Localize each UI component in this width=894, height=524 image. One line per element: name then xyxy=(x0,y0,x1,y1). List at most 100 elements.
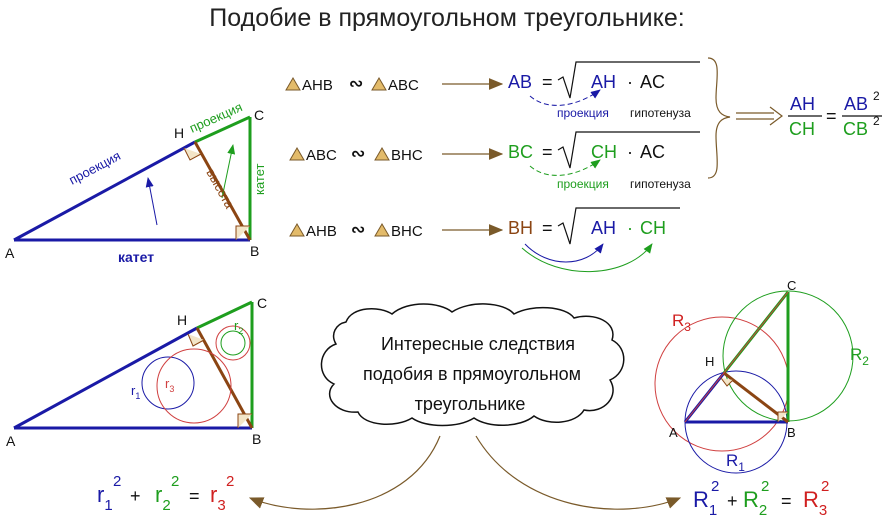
triangle-icon xyxy=(289,223,305,237)
curve-arrow xyxy=(529,159,601,176)
dot: · xyxy=(627,72,633,92)
triangle-icon xyxy=(374,147,390,161)
triangle-icon xyxy=(374,223,390,237)
plus: + xyxy=(727,491,738,511)
vertex-B: B xyxy=(787,425,796,440)
ratio-num-exp: 2 xyxy=(873,89,880,103)
vertex-A: A xyxy=(5,245,15,261)
curve-arrow-green xyxy=(521,243,653,273)
cloud-line-2: подобия в прямоугольном xyxy=(363,364,581,384)
similar-left: AHB xyxy=(302,77,333,94)
curve-arrow-blue xyxy=(524,243,604,263)
side-AH xyxy=(13,140,196,242)
similar-right: BHC xyxy=(391,147,423,164)
r1: r xyxy=(97,482,104,507)
label-leg-BC: катет xyxy=(252,163,267,195)
vertex-H: H xyxy=(705,354,714,369)
arrow-proj-HC xyxy=(221,144,236,199)
under-projection: проекция xyxy=(557,177,609,191)
factor-1: CH xyxy=(591,142,617,162)
vertex-B: B xyxy=(250,243,259,259)
hypotenuse-AC xyxy=(684,291,789,423)
ratio-formula: AH CH = AB 2 CB 2 xyxy=(788,89,882,139)
triangle-icon xyxy=(289,147,305,161)
dot: · xyxy=(627,142,633,162)
vertex-C: C xyxy=(254,107,264,123)
cloud-shape xyxy=(320,303,625,427)
cloud-line-1: Интересные следствия xyxy=(381,334,575,354)
formula-R: R1 2 + R2 2 = R3 2 xyxy=(693,478,829,519)
incircle-r3 xyxy=(156,348,232,424)
factor-2: CH xyxy=(640,218,666,238)
eq-sign: = xyxy=(542,72,553,92)
similarity-row-1: AHB ∾ ABC AB = AH · AC проекция гипотену… xyxy=(285,61,700,120)
arrow-proj-AH xyxy=(145,177,158,226)
curly-brace xyxy=(707,57,731,179)
ratio-num-left: AH xyxy=(790,94,815,114)
triangle-1: A B C H проекция проекция высота катет к… xyxy=(5,99,267,265)
triangle-2: A B C H r1 r3 r2 xyxy=(6,295,267,449)
factor-2: AC xyxy=(640,142,665,162)
similarity-row-2: ABC ∾ BHC BC = CH · AC проекция гипотену… xyxy=(289,131,700,191)
curve-arrow xyxy=(529,89,601,106)
svg-text:r3: r3 xyxy=(210,482,226,514)
R2: R xyxy=(743,487,759,512)
svg-text:R1: R1 xyxy=(693,487,717,519)
sqrt-sign xyxy=(557,131,700,169)
vertex-C: C xyxy=(787,278,796,293)
eq-lhs: BH xyxy=(508,218,533,238)
similar-left: ABC xyxy=(306,147,337,164)
eq-lhs: BC xyxy=(508,142,533,162)
label-r2: r2 xyxy=(234,318,243,336)
R3: R xyxy=(803,487,819,512)
factor-1: AH xyxy=(591,72,616,92)
label-R1: R1 xyxy=(726,451,745,474)
ratio-den-exp: 2 xyxy=(873,114,880,128)
plus: + xyxy=(130,486,141,506)
vertex-B: B xyxy=(252,431,261,447)
right-angle-H xyxy=(183,147,202,161)
similar-icon: ∾ xyxy=(351,220,365,239)
cloud-arrow-left xyxy=(248,435,441,510)
double-arrow xyxy=(736,106,783,126)
equals: = xyxy=(781,491,792,511)
triangle-icon xyxy=(371,77,387,91)
triangle-icon xyxy=(285,77,301,91)
formula-r: r1 2 + r2 2 = r3 2 xyxy=(97,473,234,514)
cloud-arrow-right xyxy=(475,435,682,510)
incircle-r2 xyxy=(215,325,251,361)
vertex-A: A xyxy=(6,433,16,449)
vertex-H: H xyxy=(174,125,184,141)
R1-exp: 2 xyxy=(711,478,719,495)
r2-exp: 2 xyxy=(171,473,179,490)
height-BH xyxy=(193,141,252,241)
r3-exp: 2 xyxy=(226,473,234,490)
sqrt-sign xyxy=(557,61,700,99)
r1-exp: 2 xyxy=(113,473,121,490)
cloud-line-3: треугольнике xyxy=(415,394,526,414)
ratio-den-left: CH xyxy=(789,119,815,139)
label-leg-AB: катет xyxy=(118,249,154,265)
svg-text:r1: r1 xyxy=(97,482,113,514)
svg-text:R3: R3 xyxy=(803,487,827,519)
ratio-den-right: CB xyxy=(843,119,868,139)
similarity-rows: AHB ∾ ABC AB = AH · AC проекция гипотену… xyxy=(285,57,882,273)
under-projection: проекция xyxy=(557,106,609,120)
sqrt-sign xyxy=(557,207,680,245)
similar-right: ABC xyxy=(388,77,419,94)
eq-lhs: AB xyxy=(508,72,532,92)
vertex-H: H xyxy=(177,312,187,328)
label-height: высота xyxy=(203,166,237,211)
R1: R xyxy=(693,487,709,512)
r3: r xyxy=(210,482,217,507)
ratio-num-right: AB xyxy=(844,94,868,114)
eq-sign: = xyxy=(542,142,553,162)
similar-right: BHC xyxy=(391,223,423,240)
eq-sign: = xyxy=(542,218,553,238)
side-HC xyxy=(194,115,251,144)
label-R3: R3 xyxy=(672,311,691,334)
label-r3: r3 xyxy=(165,376,174,394)
page-title: Подобие в прямоугольном треугольнике: xyxy=(209,4,685,32)
vertex-A: A xyxy=(669,425,678,440)
